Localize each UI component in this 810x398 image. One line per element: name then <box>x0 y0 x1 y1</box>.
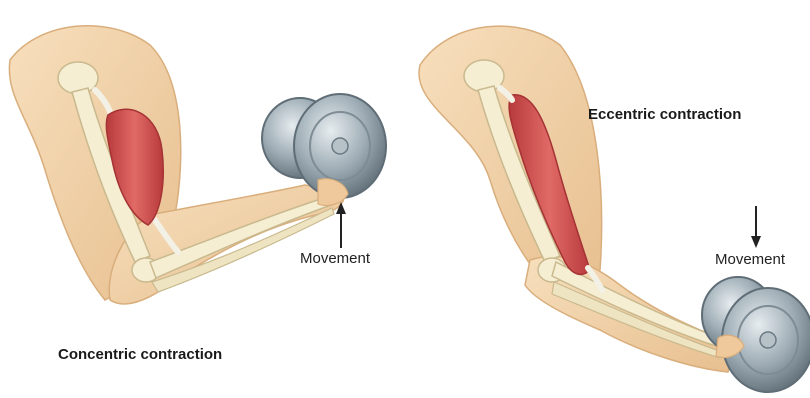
shoulder-bone <box>58 62 98 94</box>
concentric-caption: Concentric contraction <box>58 346 222 363</box>
movement-arrow-down-icon <box>751 206 761 248</box>
eccentric-dumbbell <box>702 277 810 392</box>
eccentric-movement-label: Movement <box>715 251 785 268</box>
concentric-movement-label: Movement <box>300 250 370 267</box>
eccentric-arm <box>419 26 810 392</box>
eccentric-caption: Eccentric contraction <box>588 106 741 123</box>
movement-arrow-up-icon <box>336 202 346 248</box>
